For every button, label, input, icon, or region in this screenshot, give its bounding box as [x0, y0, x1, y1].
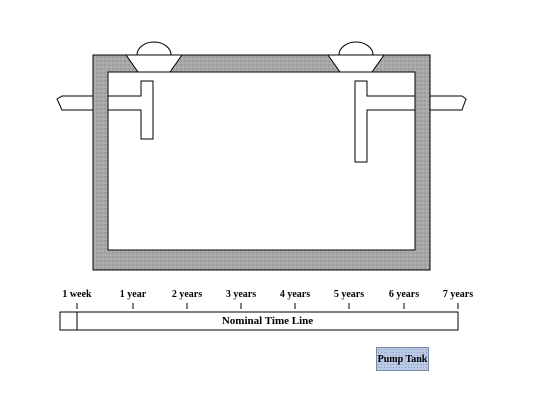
timeline-bar	[59, 311, 459, 331]
left-access-dome	[136, 41, 172, 56]
right-riser-opening	[327, 54, 385, 73]
outlet-tee	[354, 80, 416, 163]
timeline-tick-label: 3 years	[225, 289, 257, 300]
timeline-tick-label: 7 years	[442, 289, 474, 300]
timeline-tick-label: 4 years	[279, 289, 311, 300]
timeline-tick-label: 1 week	[62, 289, 92, 300]
inlet-pipe	[56, 95, 94, 111]
right-access-dome	[338, 41, 374, 56]
pump-tank-button[interactable]: Pump Tank	[376, 347, 429, 371]
timeline-caption: Nominal Time Line	[221, 315, 314, 327]
timeline-tick-marks	[76, 303, 459, 309]
inlet-tee	[107, 80, 154, 140]
timeline-tick-label: 6 years	[388, 289, 420, 300]
outlet-pipe	[429, 95, 467, 111]
timeline-tick-label: 1 year	[119, 289, 147, 300]
timeline-tick-label: 2 years	[171, 289, 203, 300]
timeline-tick-label: 5 years	[333, 289, 365, 300]
left-riser-opening	[125, 54, 183, 73]
tank-wall	[92, 54, 431, 271]
